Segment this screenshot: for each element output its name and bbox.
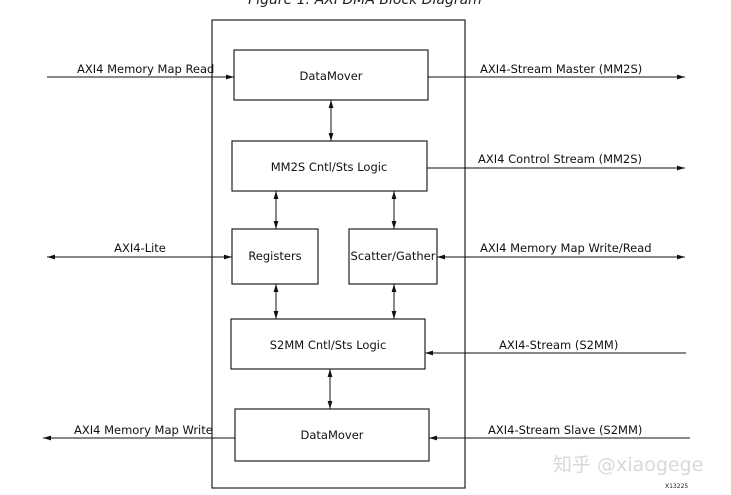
registers-label: Registers bbox=[248, 249, 301, 263]
mm-write-read-label: AXI4 Memory Map Write/Read bbox=[480, 241, 652, 255]
axi-dma-boundary bbox=[211, 19, 466, 489]
axi-lite-label: AXI4-Lite bbox=[114, 241, 166, 255]
datamover-bottom-block bbox=[234, 408, 430, 462]
stream-s2mm-label: AXI4-Stream (S2MM) bbox=[499, 338, 618, 352]
scatter-gather-label: Scatter/Gather bbox=[351, 249, 436, 263]
watermark: 知乎 @xiaogege bbox=[553, 454, 703, 476]
figure-title: Figure 1: AXI DMA Block Diagram bbox=[248, 0, 482, 8]
stream-slave-label: AXI4-Stream Slave (S2MM) bbox=[488, 423, 642, 437]
stream-master-label: AXI4-Stream Master (MM2S) bbox=[480, 62, 642, 76]
s2mm-label: S2MM Cntl/Sts Logic bbox=[270, 338, 387, 352]
control-stream-label: AXI4 Control Stream (MM2S) bbox=[478, 152, 642, 166]
mm-read-label: AXI4 Memory Map Read bbox=[77, 62, 214, 76]
scatter-gather-block bbox=[348, 228, 438, 285]
mm-write-label: AXI4 Memory Map Write bbox=[74, 423, 213, 437]
figure-id: X13225 bbox=[665, 483, 688, 490]
registers-block bbox=[231, 228, 319, 285]
mm2s-label: MM2S Cntl/Sts Logic bbox=[271, 160, 388, 174]
datamover-bottom-label: DataMover bbox=[300, 428, 363, 442]
mm2s-block bbox=[231, 140, 428, 192]
datamover-top-label: DataMover bbox=[299, 69, 362, 83]
